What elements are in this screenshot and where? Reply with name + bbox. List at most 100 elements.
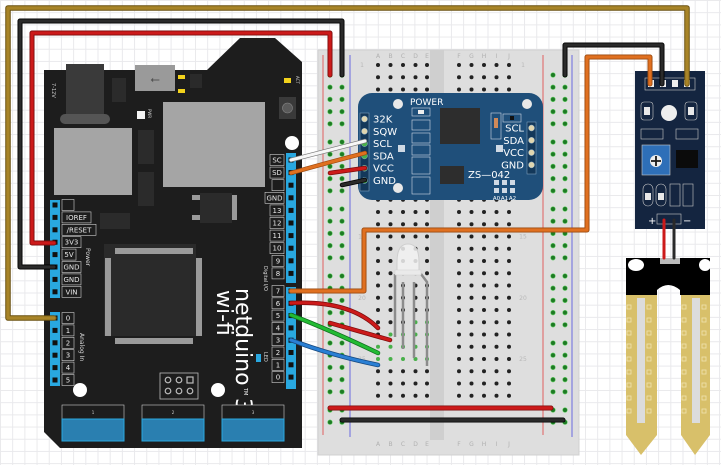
wire-rail-rtc-gnd[interactable] xyxy=(340,178,367,187)
rtc-resistor xyxy=(494,118,498,128)
column-label: C xyxy=(401,53,405,60)
breadboard-hole xyxy=(507,308,511,312)
header-pin xyxy=(52,202,58,208)
power-jack xyxy=(66,64,104,122)
probe-pad-mark xyxy=(646,304,652,310)
pwr-led-label: PWR xyxy=(147,109,152,118)
breadboard-hole xyxy=(469,222,474,227)
pin-label: 0 xyxy=(66,315,70,323)
wire-sd-rtc-sda[interactable] xyxy=(289,151,367,175)
breadboard-hole xyxy=(401,357,405,361)
rail-hole xyxy=(327,84,333,90)
breadboard-hole xyxy=(469,320,474,325)
rail-hole xyxy=(339,163,345,169)
wire-rail-rtc-vcc[interactable] xyxy=(328,166,367,175)
breadboard-hole xyxy=(494,369,499,374)
breadboard-hole xyxy=(401,87,405,92)
breadboard-hole xyxy=(507,344,511,349)
pin-label: SD xyxy=(272,169,282,177)
rail-hole xyxy=(550,139,556,145)
probe-pad-mark xyxy=(681,382,687,388)
pin-label: IOREF xyxy=(66,214,87,222)
brand-name: netduino xyxy=(230,288,255,386)
breadboard-hole xyxy=(376,295,380,300)
wire-d6-led-red[interactable] xyxy=(289,301,380,330)
led-dome xyxy=(396,243,420,273)
rail-hole xyxy=(327,273,333,279)
breadboard-hole xyxy=(494,344,499,349)
rtc-pin-label: SQW xyxy=(373,127,397,138)
breadboard-hole xyxy=(425,63,429,67)
column-label: B xyxy=(388,441,392,448)
breadboard-hole xyxy=(494,259,499,263)
pin-label-box xyxy=(271,179,285,191)
pin-label: GND xyxy=(63,276,79,284)
probe-pad-mark xyxy=(701,330,707,336)
wire-gnd-rail[interactable] xyxy=(18,19,344,269)
probe-pad-mark xyxy=(701,317,707,323)
pin-label-box xyxy=(269,154,285,166)
probe-pad-mark xyxy=(626,408,632,414)
wire-rail-sensor-gnd[interactable] xyxy=(563,43,664,86)
rtc-pin-label: SCL xyxy=(373,139,392,150)
row-number: 25 xyxy=(519,356,527,363)
pin-label: 4 xyxy=(66,364,71,372)
wire-rail-led-common[interactable] xyxy=(328,321,392,342)
breadboard-hole xyxy=(482,369,486,374)
pin-label: GND xyxy=(63,264,79,272)
regulator-tab xyxy=(232,195,237,220)
pin-label: 12 xyxy=(273,220,282,228)
breadboard-hole xyxy=(494,308,499,312)
rail-hole xyxy=(339,297,345,304)
pin-label-box xyxy=(61,349,75,362)
rtc-pin-label: VCC xyxy=(503,148,524,159)
rail-hole xyxy=(550,340,556,346)
rtc-pin xyxy=(528,161,535,169)
rtc-resistor-pad xyxy=(490,112,502,140)
header-pin xyxy=(288,362,294,368)
pin-label: 2 xyxy=(276,349,280,357)
wire-sc-rtc-scl[interactable] xyxy=(289,139,367,162)
pin-label: 5 xyxy=(276,312,280,320)
row-number: 1 xyxy=(521,62,525,69)
rail-hole xyxy=(562,243,568,249)
pin-label: 3 xyxy=(66,352,70,360)
pin-label: 6 xyxy=(276,300,281,308)
pin-label: VIN xyxy=(65,288,77,296)
rail-hole xyxy=(562,218,568,224)
breadboard-hole xyxy=(507,393,511,398)
flash-module xyxy=(163,102,265,187)
wire-a0-sensor-ao[interactable] xyxy=(6,6,689,320)
rail-hole xyxy=(327,377,333,383)
breadboard-hole xyxy=(388,393,393,398)
rail-hole xyxy=(339,139,345,145)
smd-component xyxy=(138,130,154,164)
wire-3v3-rail[interactable] xyxy=(30,31,332,245)
resistor-pad xyxy=(675,128,699,140)
breadboard-hole xyxy=(376,234,380,239)
rail-hole xyxy=(562,139,568,145)
wire-d3-led-blue[interactable] xyxy=(289,338,380,367)
breadboard-hole xyxy=(425,259,429,263)
rail-hole xyxy=(327,188,333,194)
breadboard-hole xyxy=(401,222,405,227)
sensor-mount-hole xyxy=(661,105,677,121)
pin-label-box xyxy=(271,297,285,310)
breadboard-hole xyxy=(425,369,429,374)
wire-d5-led-green[interactable] xyxy=(289,313,380,355)
pin-label-box xyxy=(271,371,285,383)
breadboard-hole xyxy=(482,222,486,227)
column-label: J xyxy=(507,53,510,60)
reset-button[interactable] xyxy=(282,102,293,114)
rail-hole xyxy=(550,188,556,194)
rail-hole xyxy=(339,121,345,127)
wire-d7-sensor-do[interactable] xyxy=(289,55,652,293)
rail-hole xyxy=(339,273,345,279)
rail-hole xyxy=(550,151,556,157)
pin-label-box xyxy=(61,211,92,224)
breadboard-hole xyxy=(494,271,499,276)
breadboard-hole xyxy=(482,63,486,67)
